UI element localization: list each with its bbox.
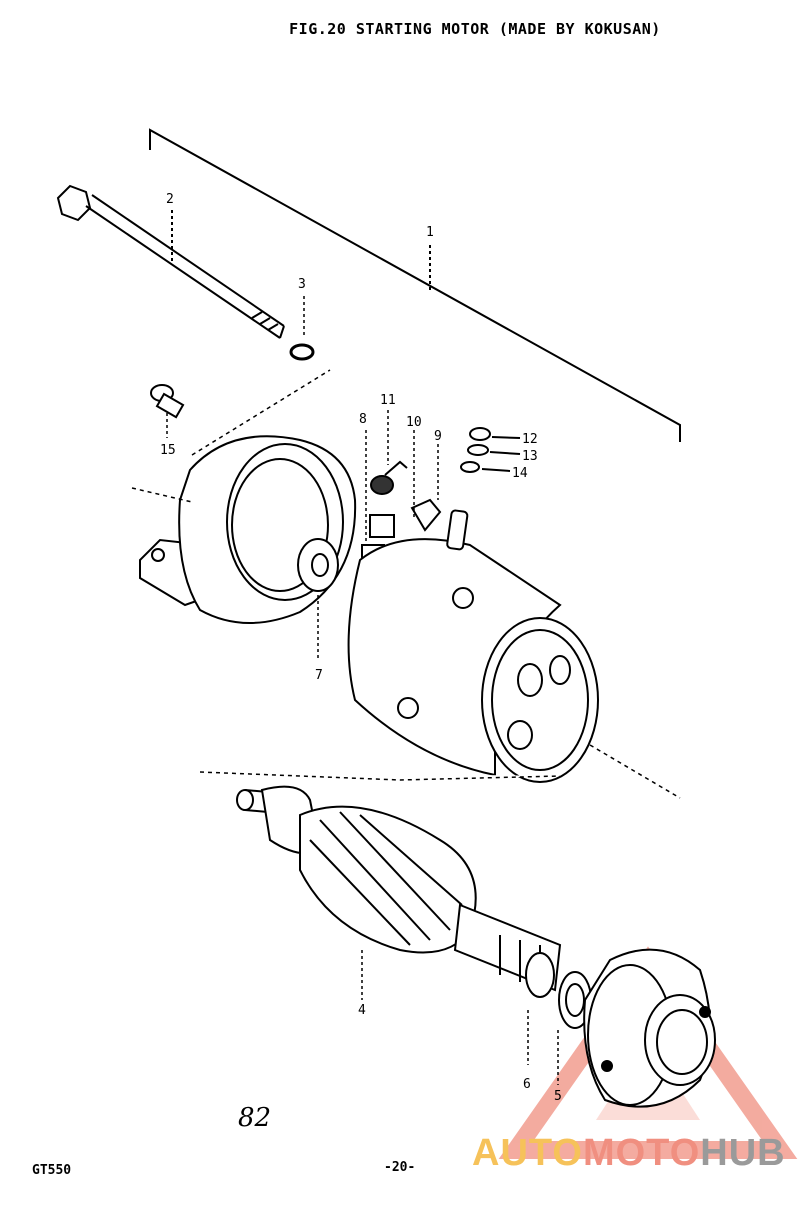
watermark-logo-text: AUTOMOTOHUB (472, 1132, 786, 1174)
model-label: GT550 (32, 1163, 72, 1178)
drive-end-cover (583, 948, 716, 1108)
handwritten-note: 82 (238, 1103, 272, 1133)
callout-labels: 1 2 3 4 5 6 7 8 9 10 11 12 13 14 15 (160, 192, 562, 1104)
callout-8: 8 (359, 412, 367, 427)
armature-4 (236, 785, 562, 1000)
callout-2: 2 (166, 192, 174, 207)
callout-1: 1 (426, 225, 434, 240)
page-number: -20- (384, 1160, 416, 1175)
callout-11: 11 (380, 393, 396, 408)
callout-12: 12 (522, 432, 538, 447)
callout-6: 6 (523, 1077, 531, 1092)
callout-15: 15 (160, 443, 176, 458)
through-bolt-2 (56, 184, 285, 339)
callout-3: 3 (298, 277, 306, 292)
callout-9: 9 (434, 429, 442, 444)
callout-5: 5 (554, 1089, 562, 1104)
callout-10: 10 (406, 415, 422, 430)
lock-washer-3 (289, 296, 315, 361)
callout-14: 14 (512, 466, 528, 481)
nut-washer-set-12-14 (460, 427, 521, 473)
callout-4: 4 (358, 1003, 366, 1018)
washers-5-6 (525, 952, 592, 1085)
assembly-bracket-1 (149, 128, 681, 442)
thrust-washer-7 (297, 538, 339, 660)
screw-15 (150, 384, 185, 438)
motor-yoke-case (199, 509, 681, 799)
page-title: FIG.20 STARTING MOTOR (MADE BY KOKUSAN) (289, 20, 661, 38)
callout-13: 13 (522, 449, 538, 464)
callout-7: 7 (315, 668, 323, 683)
